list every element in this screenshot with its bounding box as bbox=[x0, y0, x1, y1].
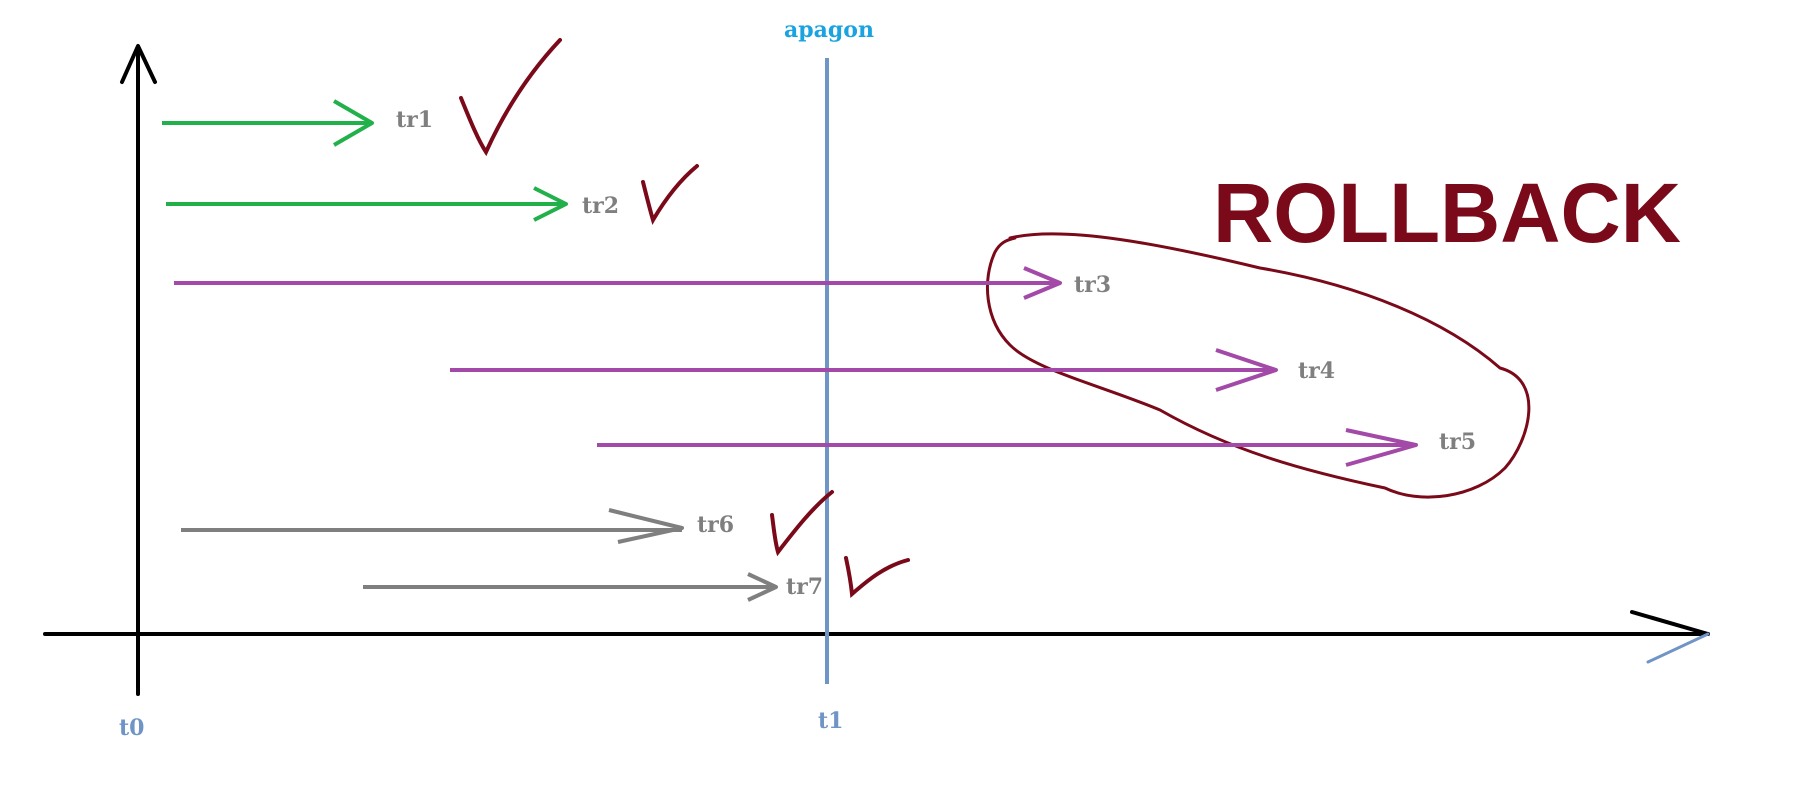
transaction-tr2: tr2 bbox=[166, 164, 699, 225]
arrowhead bbox=[1023, 266, 1062, 300]
transaction-label: tr1 bbox=[396, 107, 433, 133]
transaction-label: tr2 bbox=[582, 193, 619, 219]
axes bbox=[43, 44, 1710, 696]
t1-label: t1 bbox=[818, 708, 843, 734]
x-axis-arrowhead bbox=[1630, 610, 1710, 636]
arrowhead bbox=[332, 99, 374, 147]
rollback-title: ROLLBACK bbox=[1213, 166, 1681, 260]
transaction-tr3: tr3 bbox=[174, 266, 1111, 300]
transaction-label: tr6 bbox=[697, 512, 734, 538]
checkmark-icon bbox=[770, 490, 834, 557]
transaction-label: tr4 bbox=[1298, 358, 1335, 384]
transaction-tr6: tr6 bbox=[181, 490, 834, 557]
transaction-label: tr5 bbox=[1439, 429, 1476, 455]
transaction-label: tr3 bbox=[1074, 272, 1111, 298]
t0-label: t0 bbox=[119, 715, 144, 741]
apagon-label: apagon bbox=[784, 17, 874, 43]
arrowhead bbox=[1215, 348, 1278, 392]
transaction-tr4: tr4 bbox=[450, 348, 1335, 392]
checkmark-icon bbox=[641, 164, 699, 225]
y-axis-arrowhead bbox=[120, 44, 157, 84]
arrowhead bbox=[608, 508, 684, 544]
transaction-tr5: tr5 bbox=[597, 428, 1476, 467]
transaction-label: tr7 bbox=[786, 574, 823, 600]
arrowhead bbox=[1345, 428, 1418, 467]
x-axis-arrowhead-blue-stroke bbox=[1646, 632, 1710, 664]
checkmark-icon bbox=[844, 556, 910, 599]
arrowhead bbox=[747, 572, 778, 602]
rollback-lasso bbox=[985, 232, 1531, 499]
transaction-tr7: tr7 bbox=[363, 556, 910, 602]
transaction-tr1: tr1 bbox=[162, 38, 562, 157]
arrowhead bbox=[533, 186, 568, 222]
checkmark-icon bbox=[459, 38, 562, 157]
